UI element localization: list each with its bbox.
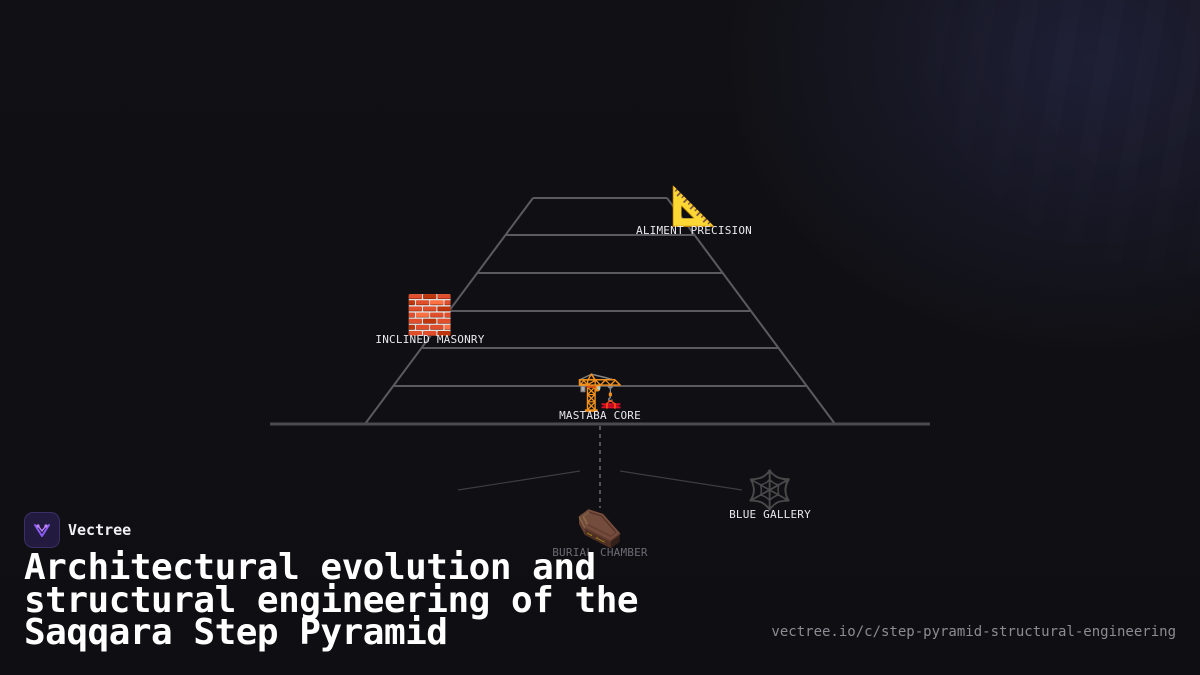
node-mastaba-core[interactable]: 🏗️ MASTABA CORE [559, 371, 641, 422]
vectree-logo-icon [24, 512, 60, 548]
node-label: ALIMENT PRECISION [636, 224, 752, 237]
pyramid-outline [364, 197, 836, 425]
brick-icon: 🧱 [406, 293, 454, 337]
source-url[interactable]: vectree.io/c/step-pyramid-structural-eng… [771, 624, 1176, 640]
node-blue-gallery[interactable]: 🕸️ BLUE GALLERY [729, 470, 811, 521]
node-label: BURIAL CHAMBER [552, 546, 648, 559]
background-light-rays [680, 0, 1200, 675]
node-label: MASTABA CORE [559, 409, 641, 422]
node-label: INCLINED MASONRY [375, 333, 485, 346]
page-title: Architectural evolution and structural e… [24, 547, 639, 653]
construction-crane-icon: 🏗️ [576, 369, 624, 413]
node-inclined-masonry[interactable]: 🧱 INCLINED MASONRY [375, 295, 484, 346]
gallery-line-right [619, 470, 743, 491]
gallery-line-left [457, 470, 581, 491]
brand[interactable]: Vectree [24, 512, 131, 548]
brand-name: Vectree [68, 521, 132, 539]
coffin-icon: ⚰️ [576, 506, 624, 550]
triangular-ruler-icon: 📐 [670, 184, 718, 228]
node-label: BLUE GALLERY [729, 508, 811, 521]
node-burial-chamber[interactable]: ⚰️ BURIAL CHAMBER [552, 508, 648, 559]
spider-web-icon: 🕸️ [746, 468, 794, 512]
node-aliment-precision[interactable]: 📐 ALIMENT PRECISION [636, 186, 752, 237]
